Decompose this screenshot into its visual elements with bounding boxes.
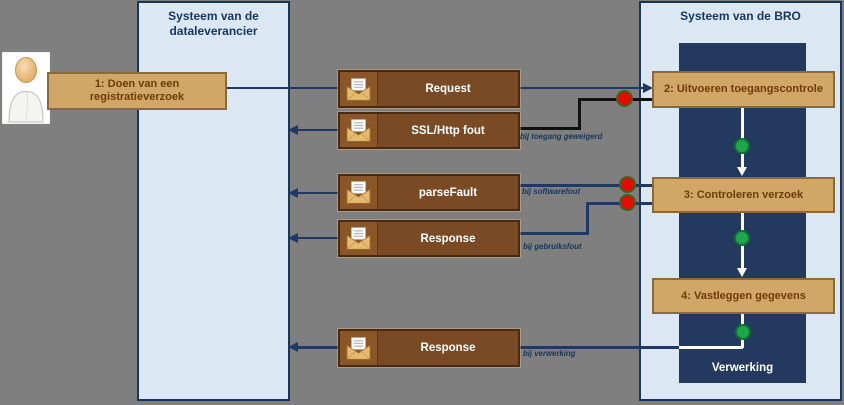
green-dot-state-1 <box>734 138 750 154</box>
arrow-left-icon <box>288 124 298 135</box>
ssl-http-error-message-box: SSL/Http fout <box>338 112 520 149</box>
processing-lane-label: Verwerking <box>711 362 774 374</box>
request-message-box: Request <box>338 70 520 108</box>
arrow-down-icon <box>736 167 747 176</box>
step-1-box: 1: Doen van een registratieverzoek <box>47 72 227 110</box>
final-line-outer <box>520 346 679 349</box>
red-dot-access-denied <box>616 90 633 107</box>
red-dot-software-error <box>619 176 636 193</box>
bro-panel-title: Systeem van de BRO <box>680 9 801 23</box>
step-3-box: 3: Controleren verzoek <box>652 177 835 213</box>
response-return-line <box>297 236 338 239</box>
response-line-v <box>586 202 589 235</box>
error-line-v <box>578 97 581 130</box>
final-line-inner <box>679 346 743 349</box>
green-dot-state-3 <box>735 324 751 340</box>
response-final-message-box: Response <box>338 329 520 367</box>
ssl-return-line <box>297 128 338 132</box>
response-error-message-box: Response <box>338 220 520 257</box>
data-supplier-panel-title: Systeem van de dataleverancier <box>168 9 259 38</box>
annotation-software-error: bij softwarefout <box>522 188 581 197</box>
arrow-down-icon <box>736 268 747 277</box>
step-2-box: 2: Uitvoeren toegangscontrole <box>652 71 835 108</box>
red-dot-usage-error <box>619 194 636 211</box>
request-line-right <box>520 86 644 90</box>
message-label: Response <box>420 342 476 354</box>
annotation-processing: bij verwerking <box>523 350 576 359</box>
message-label: Request <box>425 83 471 95</box>
data-supplier-panel: Systeem van de dataleverancier <box>137 1 290 401</box>
arrow-left-icon <box>288 187 298 198</box>
parsefault-return-line <box>297 191 338 195</box>
envelope-icon <box>340 114 378 147</box>
arrow-right-icon <box>643 82 653 93</box>
envelope-icon <box>340 222 378 255</box>
arrow-left-icon <box>288 232 298 243</box>
green-dot-state-2 <box>734 230 750 246</box>
error-line-h1 <box>578 97 652 101</box>
parsefault-line-right <box>520 184 652 187</box>
step-4-box: 4: Vastleggen gegevens <box>652 278 835 314</box>
arrow-left-icon <box>288 342 298 352</box>
envelope-icon <box>340 176 378 209</box>
annotation-usage-error: bij gebruiksfout <box>523 243 582 252</box>
annotation-access-denied: bij toegang geweigerd <box>520 133 603 142</box>
final-return-line <box>297 346 338 349</box>
parsefault-message-box: parseFault <box>338 174 520 211</box>
message-label: SSL/Http fout <box>411 124 485 137</box>
envelope-icon <box>340 331 378 365</box>
response-line-h1 <box>520 232 588 235</box>
message-label: Response <box>420 232 476 245</box>
error-line-h2 <box>520 127 581 130</box>
person-icon <box>2 52 50 124</box>
envelope-icon <box>340 72 378 106</box>
message-label: parseFault <box>418 186 478 199</box>
